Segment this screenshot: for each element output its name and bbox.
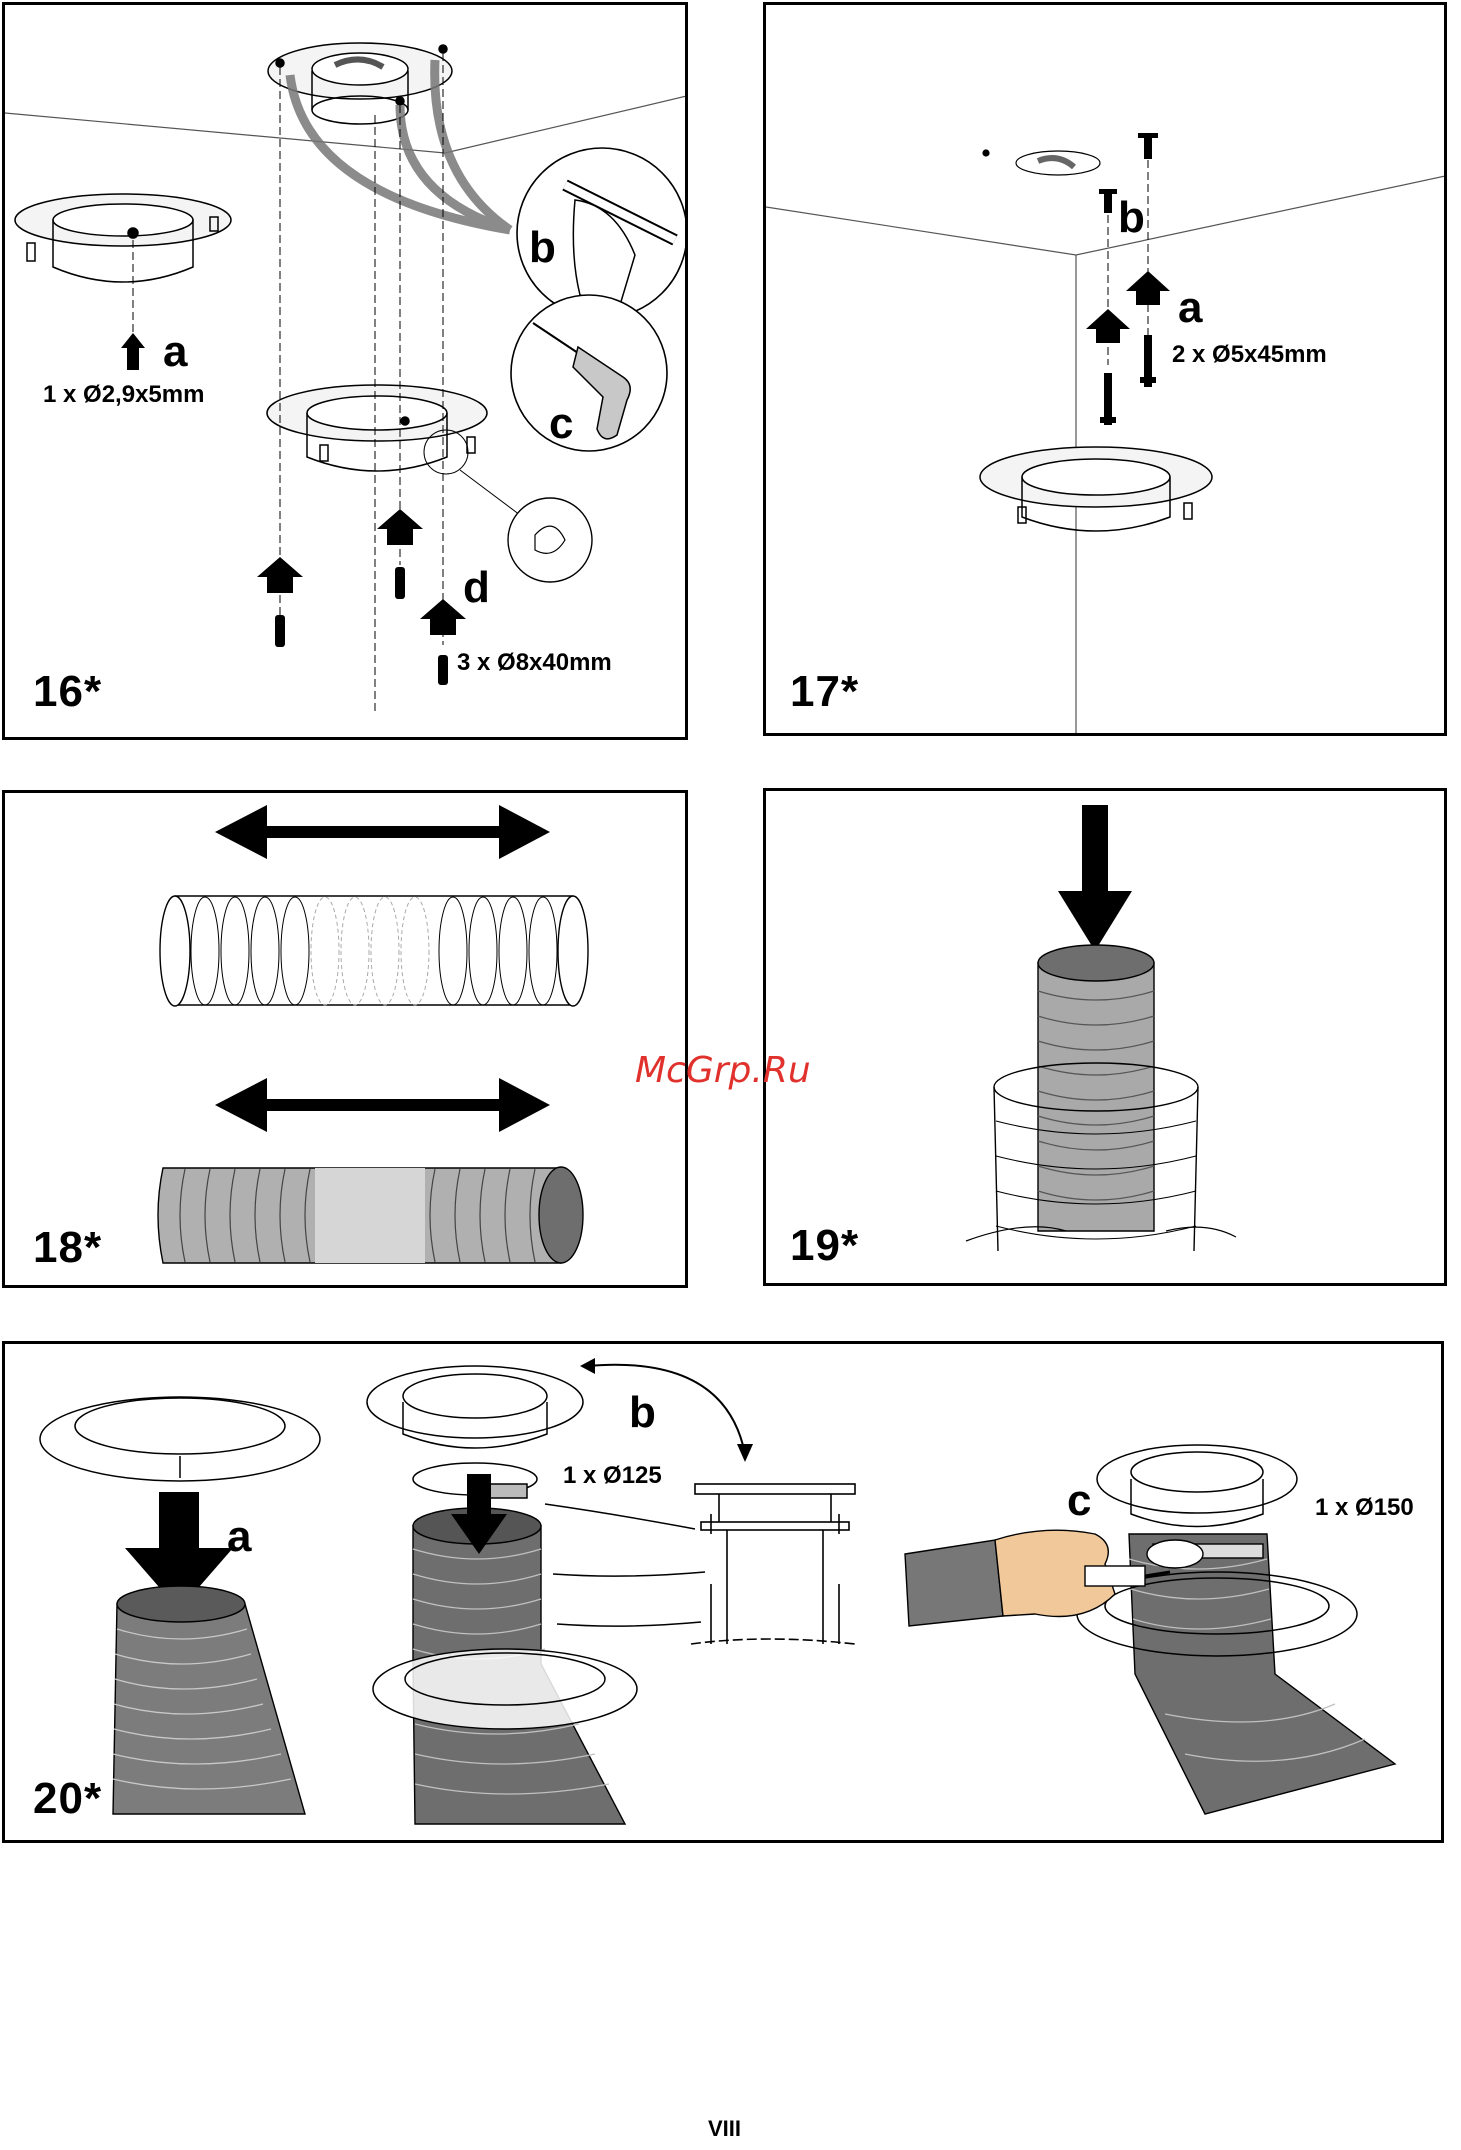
- drill-detail: [511, 295, 667, 451]
- figure-19-number: 19*: [790, 1221, 859, 1271]
- figure-18-illustration: [5, 793, 688, 1288]
- figure-16-label-b: b: [529, 223, 556, 273]
- flange-c: [1097, 1445, 1297, 1527]
- figure-17-illustration: [766, 5, 1447, 736]
- figure-17-screw-spec: 2 x Ø5x45mm: [1172, 341, 1327, 369]
- figure-20-label-b: b: [629, 1388, 656, 1438]
- duct-c: [1129, 1534, 1395, 1814]
- watermark-text: McGrp.Ru: [635, 1050, 811, 1091]
- figure-18-panel: 18*: [2, 790, 688, 1288]
- flange-b: [367, 1366, 583, 1448]
- figure-20-label-a: a: [227, 1512, 251, 1562]
- wire-duct: [160, 896, 588, 1006]
- figure-20-number: 20*: [33, 1774, 102, 1824]
- figure-16-label-d: d: [463, 563, 490, 613]
- figure-16-screw-spec: 1 x Ø2,9x5mm: [43, 381, 204, 409]
- ceiling-hole: [983, 150, 1100, 175]
- figure-17-panel: b a 2 x Ø5x45mm 17*: [763, 2, 1447, 736]
- page-number: VIII: [708, 2116, 741, 2142]
- figure-20-label-c: c: [1067, 1476, 1091, 1526]
- figure-16-number: 16*: [33, 667, 102, 717]
- figure-20-clamp-125-spec: 1 x Ø125: [563, 1462, 662, 1490]
- figure-17-number: 17*: [790, 667, 859, 717]
- flex-duct: [158, 1167, 583, 1263]
- figure-19-illustration: [766, 791, 1447, 1286]
- figure-20-illustration: [5, 1344, 1444, 1843]
- cross-section: [691, 1484, 855, 1644]
- figure-20-panel: a b 1 x Ø125 c 1 x Ø150 20*: [2, 1341, 1444, 1843]
- figure-16-illustration: [5, 5, 688, 740]
- ring-b: [373, 1649, 637, 1729]
- figure-19-panel: 19*: [763, 788, 1447, 1286]
- down-arrow: [1058, 805, 1132, 951]
- figure-16-panel: a 1 x Ø2,9x5mm b c d 3 x Ø8x40mm 16*: [2, 2, 688, 740]
- figure-18-number: 18*: [33, 1223, 102, 1273]
- duct-a: [113, 1586, 305, 1814]
- installed-flange: [980, 447, 1212, 531]
- small-adapter: [15, 194, 231, 282]
- figure-17-label-a: a: [1178, 283, 1202, 333]
- figure-20-clamp-150-spec: 1 x Ø150: [1315, 1494, 1414, 1522]
- flange-ring-a: [40, 1397, 320, 1481]
- figure-16-label-c: c: [549, 399, 573, 449]
- mounting-flange: [267, 385, 487, 471]
- inner-flex-duct: [1038, 945, 1154, 1231]
- figure-17-label-b: b: [1118, 193, 1145, 243]
- figure-16-label-a: a: [163, 327, 187, 377]
- figure-16-plug-spec: 3 x Ø8x40mm: [457, 649, 612, 677]
